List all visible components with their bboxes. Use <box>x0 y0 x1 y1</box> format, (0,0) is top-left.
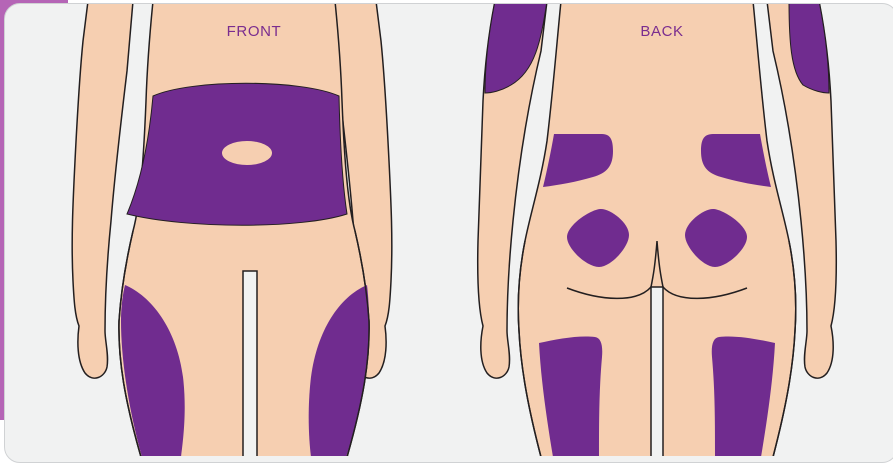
body-diagram-panel: FRONT BACK <box>4 3 893 463</box>
back-figure <box>478 3 837 456</box>
back-left-arm-site <box>485 3 547 93</box>
front-navel <box>222 141 272 165</box>
back-leg-gap <box>651 287 663 456</box>
front-leg-gap <box>243 271 257 456</box>
front-label: FRONT <box>174 23 334 40</box>
back-label: BACK <box>582 23 742 40</box>
front-figure <box>72 3 392 456</box>
body-diagram <box>4 3 893 456</box>
